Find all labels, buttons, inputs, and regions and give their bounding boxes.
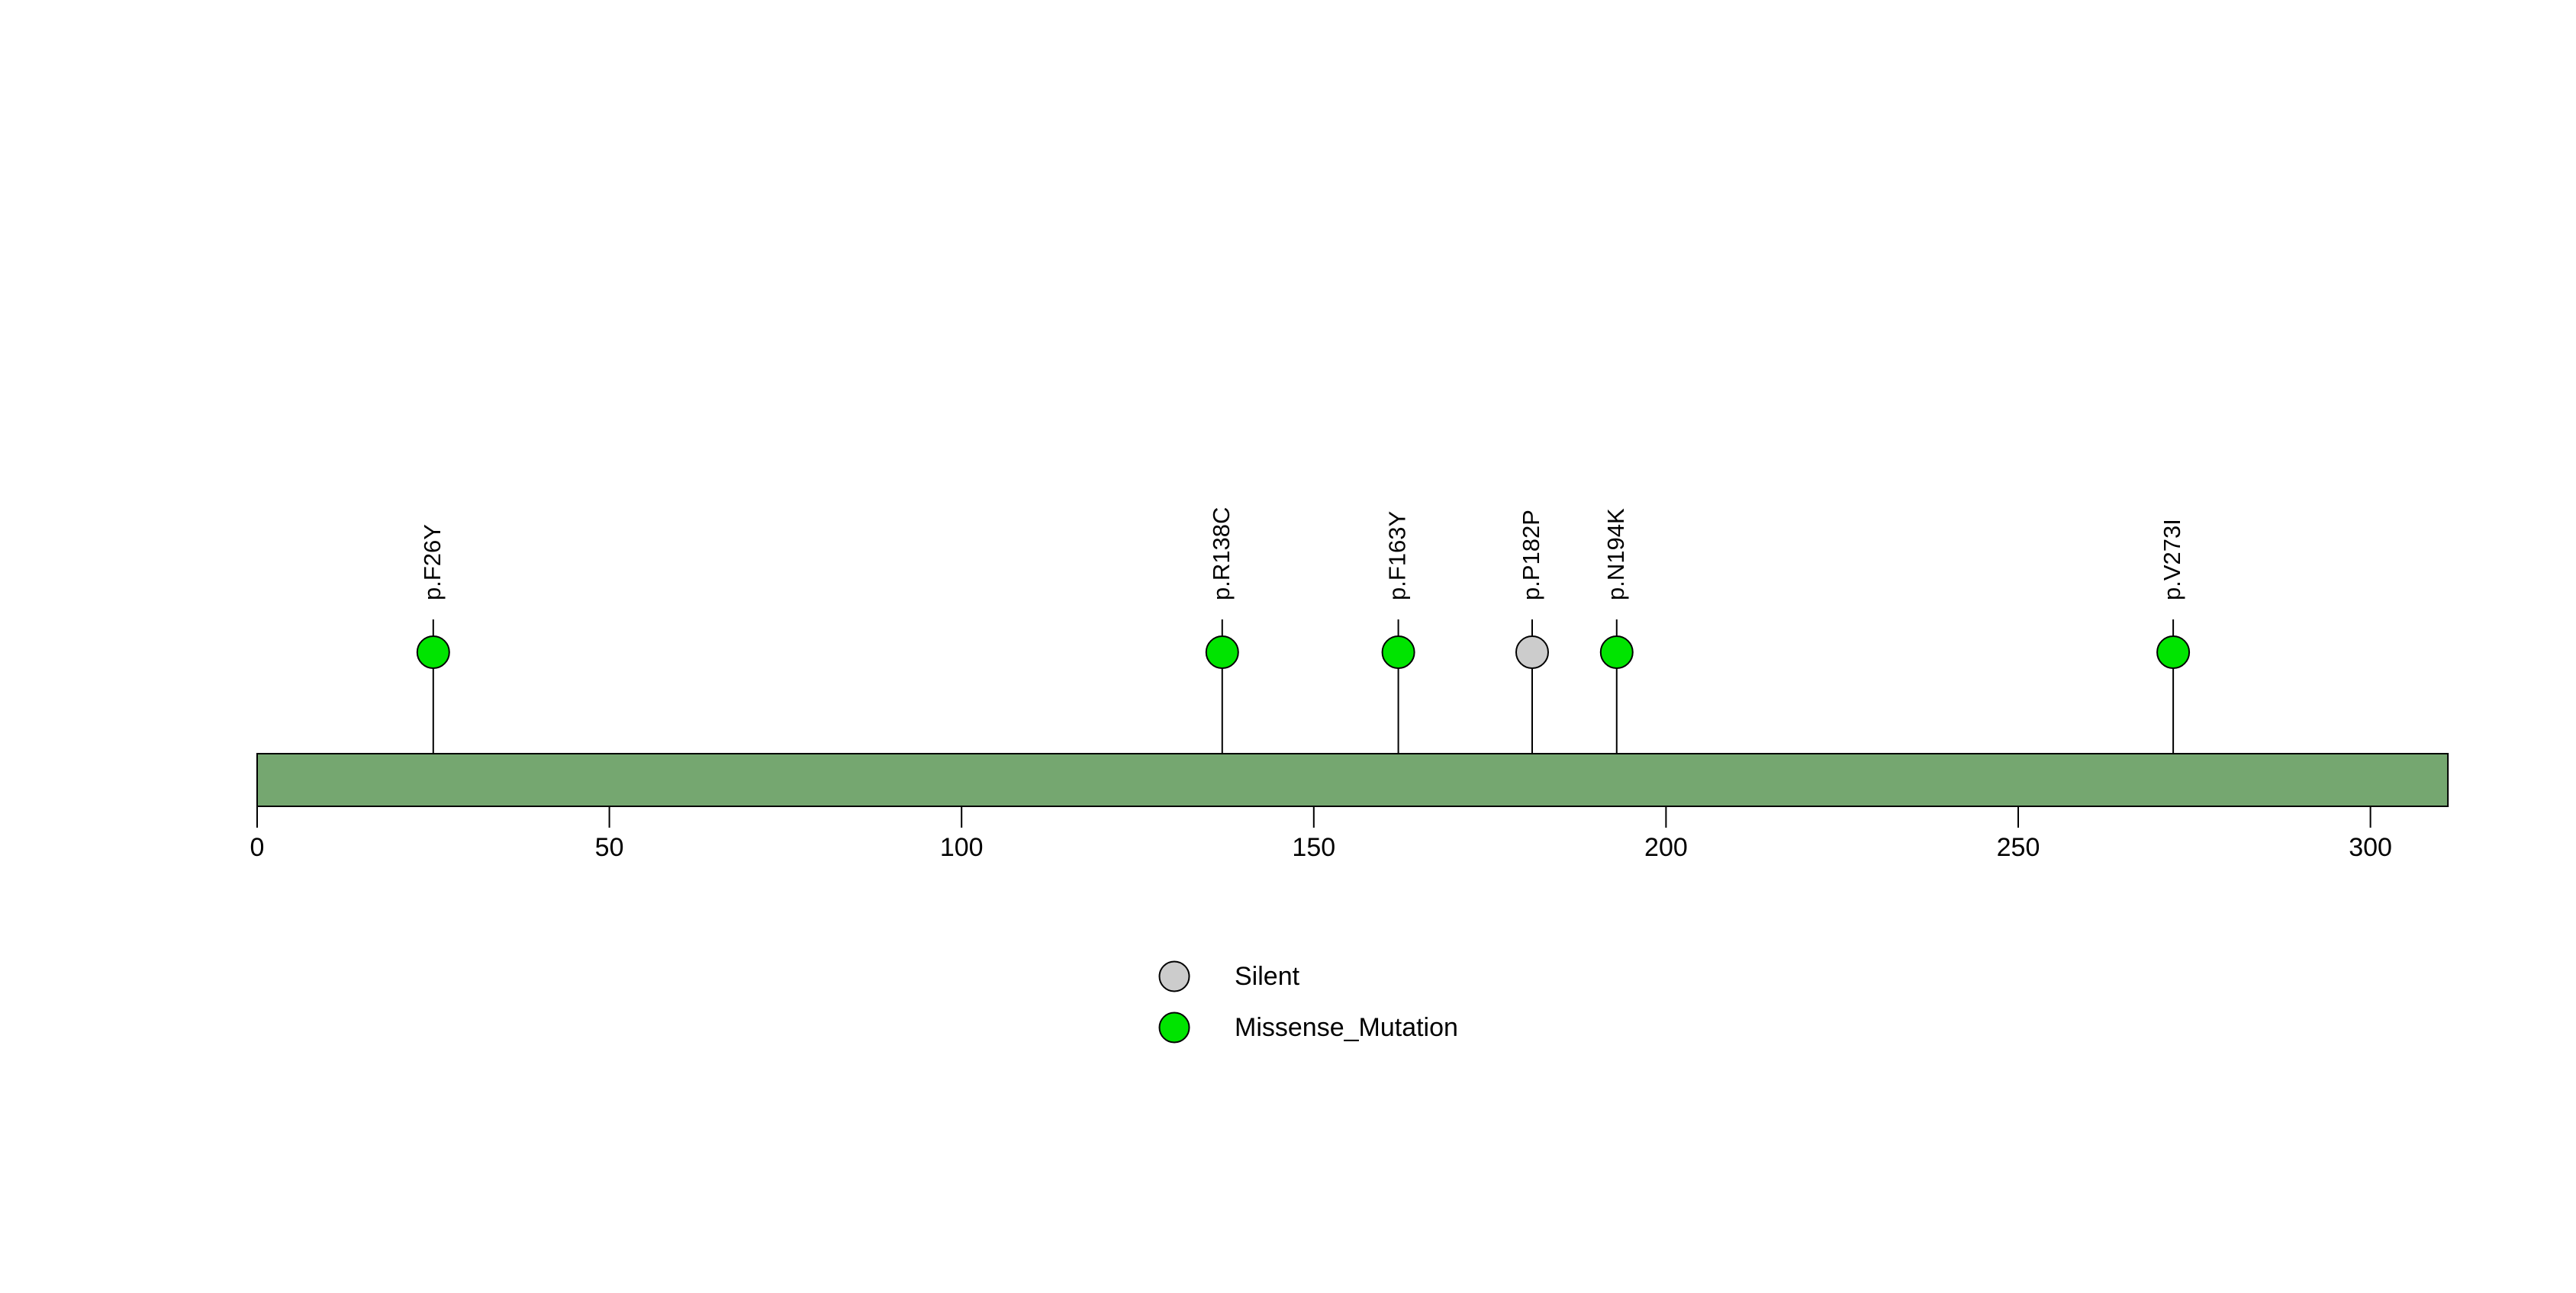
mutation-label: p.P182P	[1518, 510, 1544, 600]
x-axis-tick-label: 100	[940, 833, 984, 862]
x-axis-group: 0 50 100 150 200 250 300	[250, 806, 2392, 862]
x-axis-tick-label: 0	[250, 833, 265, 862]
legend-label-silent: Silent	[1235, 962, 1300, 991]
lollipop-circles-group	[416, 635, 2191, 669]
x-axis-tick-label: 200	[1644, 833, 1688, 862]
lollipop-circle	[1381, 635, 1415, 669]
x-axis-tick-label: 150	[1292, 833, 1335, 862]
legend-swatch-silent	[1158, 960, 1190, 992]
protein-bar	[256, 753, 2449, 807]
mutation-label: p.F26Y	[419, 524, 446, 600]
lollipop-circle	[2156, 635, 2191, 669]
mutation-label: p.R138C	[1208, 507, 1235, 600]
x-axis-tick-label: 50	[595, 833, 624, 862]
mutation-label: p.V273I	[2159, 519, 2185, 600]
legend-label-missense_mutation: Missense_Mutation	[1235, 1013, 1458, 1042]
lollipop-circle	[416, 635, 450, 669]
lollipop-circle	[1205, 635, 1239, 669]
lollipop-circle	[1599, 635, 1634, 669]
lollipop-labels-group: p.F26Y p.R138C p.F163Y p.P182P p.N194K p.V273…	[419, 507, 2185, 600]
legend-swatch-missense_mutation	[1158, 1012, 1190, 1044]
lollipop-circle	[1515, 635, 1549, 669]
protein-bar-group	[256, 753, 2449, 807]
mutation-label: p.F163Y	[1384, 511, 1411, 600]
mutation-label: p.N194K	[1602, 508, 1629, 600]
x-axis-tick-label: 250	[1997, 833, 2040, 862]
x-axis-tick-label: 300	[2349, 833, 2392, 862]
